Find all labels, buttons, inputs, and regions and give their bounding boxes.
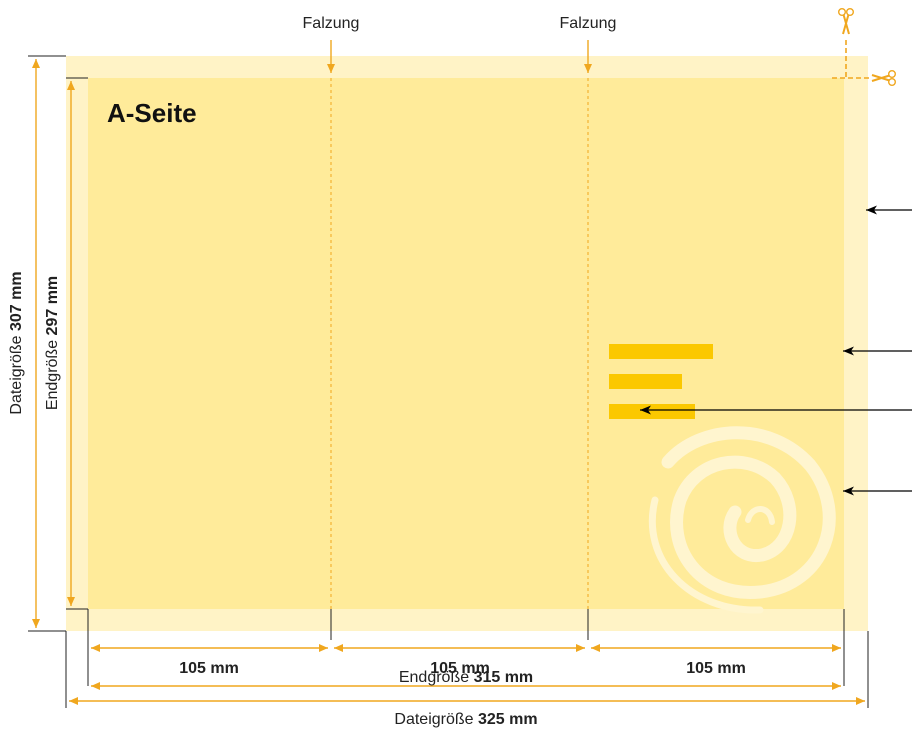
panel-3-width: 105 mm [686, 660, 746, 677]
file-width-label: Dateigröße 325 mm [394, 711, 537, 728]
fold-label-1: Falzung [303, 15, 360, 32]
final-width-label: Endgröße 315 mm [399, 669, 533, 686]
swirl-graphic [648, 426, 836, 614]
fold-label-2: Falzung [560, 15, 617, 32]
text-bar-1 [609, 344, 713, 359]
panel-2-width: 105 mm [430, 660, 490, 677]
final-height-label: Endgröße 297 mm [44, 276, 61, 410]
page-title: A-Seite [107, 98, 197, 128]
file-height-label: Dateigröße 307 mm [8, 271, 25, 414]
text-bar-2 [609, 374, 682, 389]
text-bar-3 [609, 404, 695, 419]
scissors-icon [837, 8, 854, 35]
panel-1-width: 105 mm [179, 660, 239, 677]
final-area [88, 78, 844, 609]
scissors-icon [871, 69, 897, 86]
